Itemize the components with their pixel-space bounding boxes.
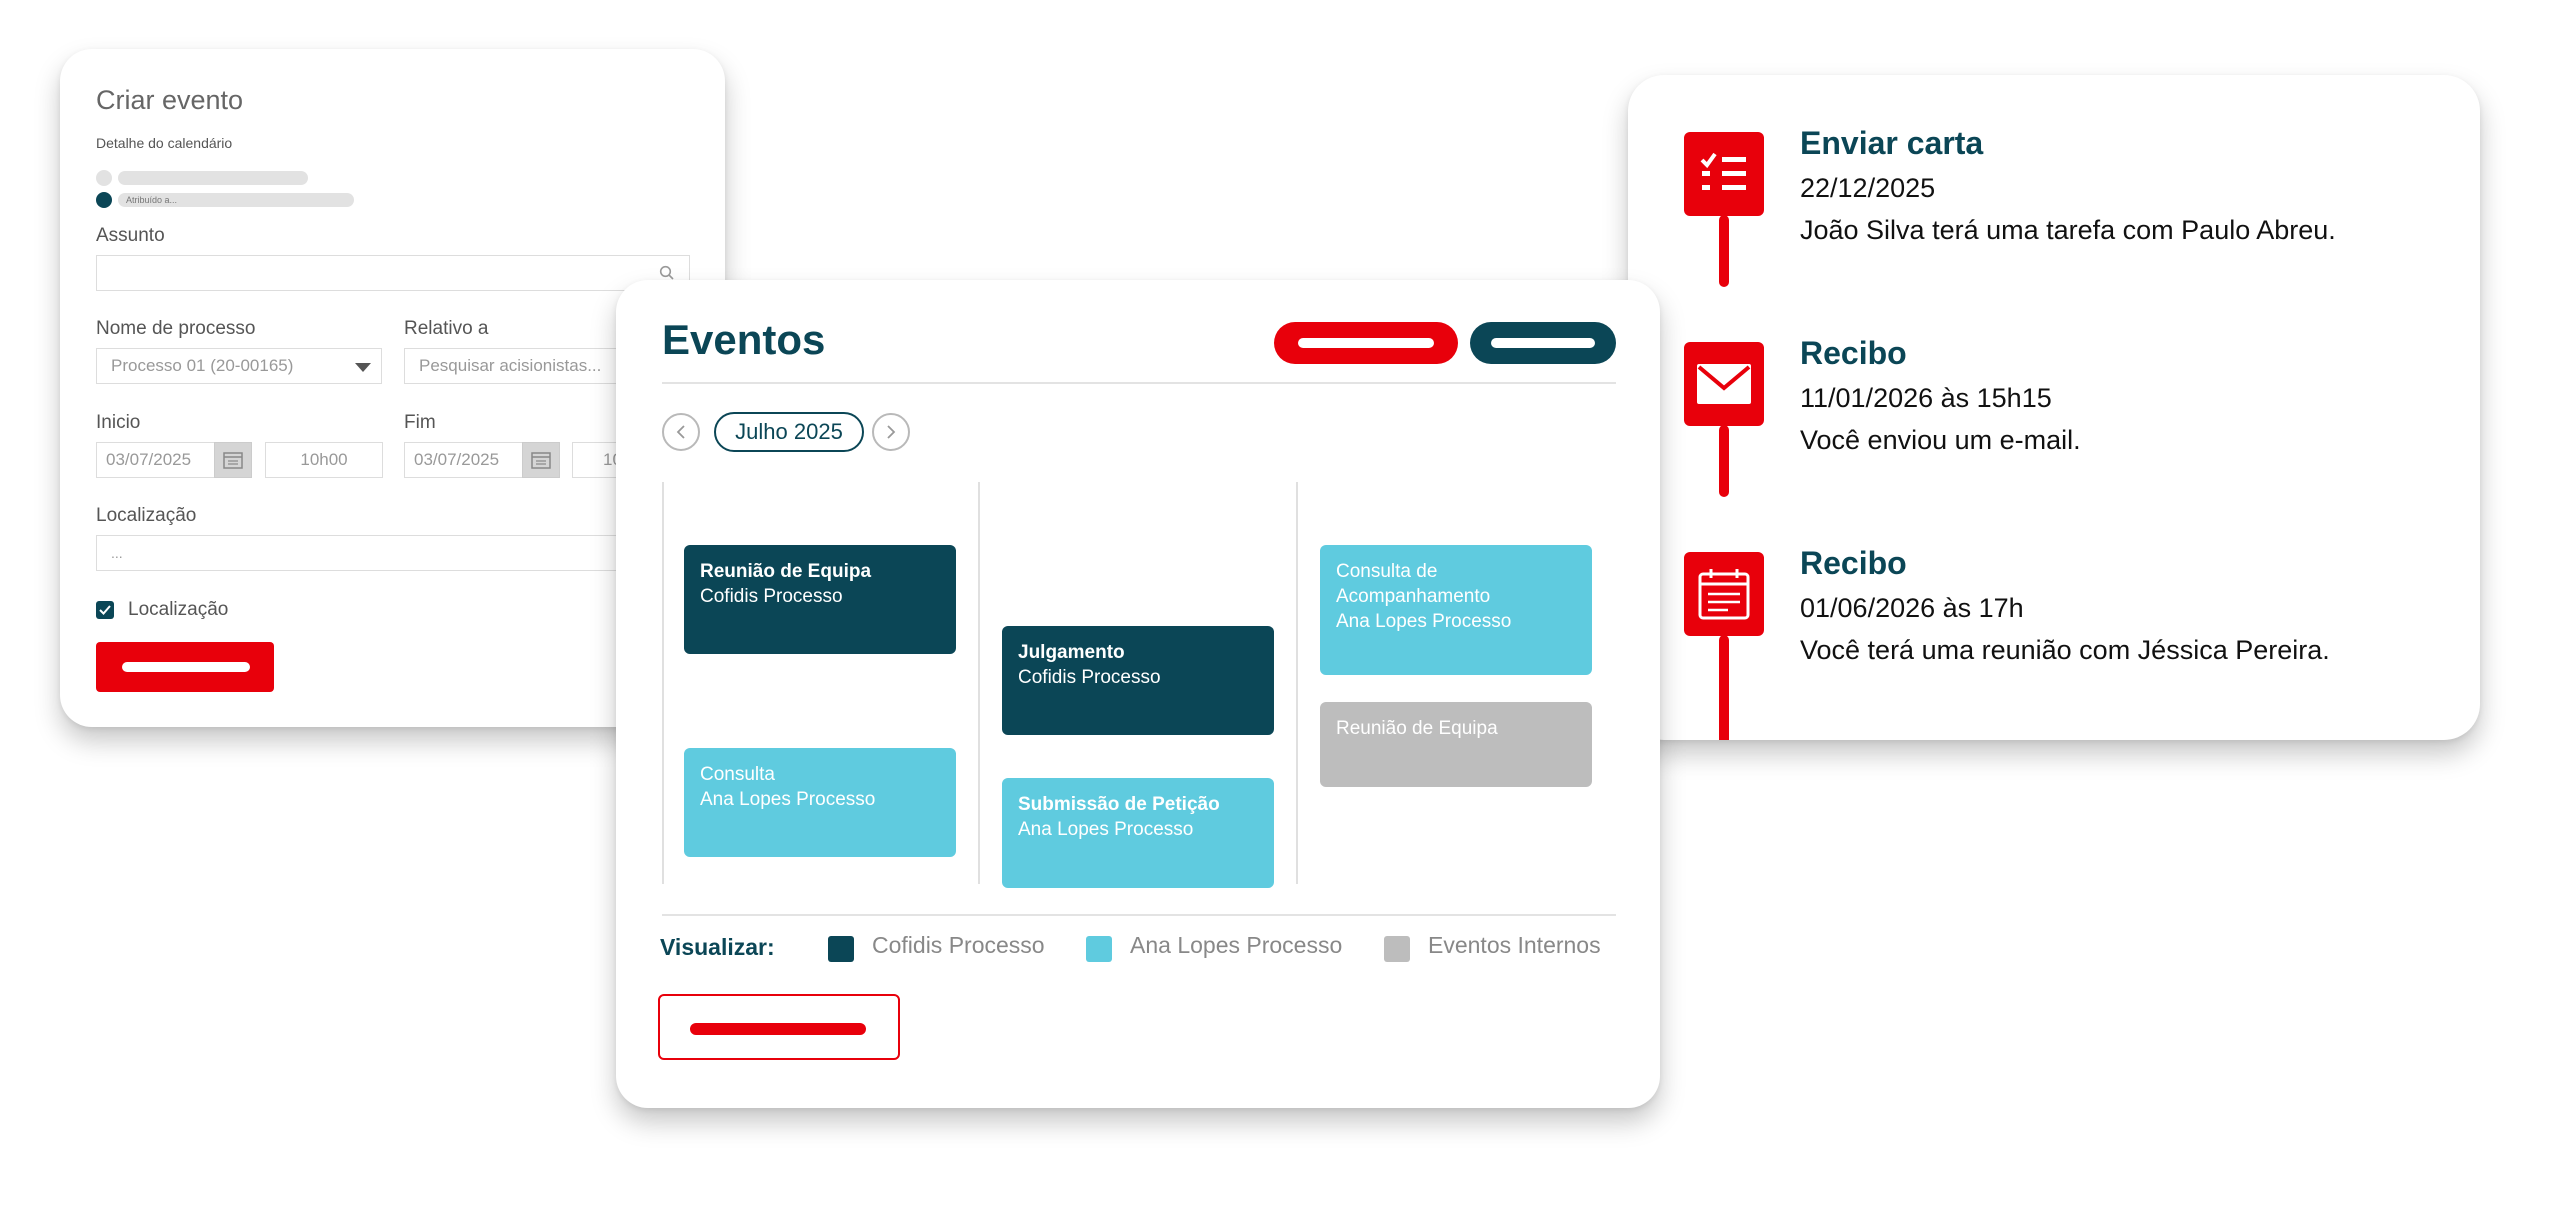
event-process: Cofidis Processo bbox=[1018, 667, 1161, 688]
timeline-item-title: Enviar carta bbox=[1800, 125, 1984, 161]
fim-label: Fim bbox=[404, 412, 436, 433]
legend-swatch-ana-lopes[interactable] bbox=[1086, 936, 1112, 962]
events-title: Eventos bbox=[662, 316, 826, 363]
relativo-label: Relativo a bbox=[404, 318, 489, 339]
timeline-item-description: João Silva terá uma tarefa com Paulo Abr… bbox=[1800, 215, 2336, 245]
event-block[interactable]: Consulta de Acompanhamento Ana Lopes Pro… bbox=[1320, 545, 1592, 675]
chevron-right-icon bbox=[887, 425, 896, 439]
prev-month-button[interactable] bbox=[662, 413, 700, 451]
next-month-button[interactable] bbox=[872, 413, 910, 451]
event-process: Ana Lopes Processo bbox=[1018, 819, 1194, 840]
column-divider bbox=[662, 482, 664, 884]
check-icon bbox=[99, 605, 111, 615]
timeline-item-date: 11/01/2026 às 15h15 bbox=[1800, 383, 2052, 413]
legend-item-internos[interactable]: Eventos Internos bbox=[1428, 932, 1601, 958]
create-event-card: Criar evento Detalhe do calendário Atrib… bbox=[60, 49, 725, 727]
chevron-down-icon bbox=[355, 363, 371, 372]
event-block[interactable]: Reunião de Equipa Cofidis Processo bbox=[684, 545, 956, 654]
inicio-time-input[interactable]: 10h00 bbox=[265, 442, 383, 478]
radio-option-assigned[interactable] bbox=[96, 192, 112, 208]
button-label-placeholder bbox=[122, 662, 250, 672]
fim-calendar-button[interactable] bbox=[522, 442, 560, 478]
button-label-placeholder bbox=[690, 1023, 866, 1035]
legend-swatch-cofidis[interactable] bbox=[828, 936, 854, 962]
processo-select[interactable]: Processo 01 (20-00165) bbox=[96, 348, 382, 384]
event-process: Ana Lopes Processo bbox=[1336, 611, 1512, 632]
legend-swatch-internos[interactable] bbox=[1384, 936, 1410, 962]
event-block[interactable]: Julgamento Cofidis Processo bbox=[1002, 626, 1274, 735]
assunto-input[interactable] bbox=[96, 255, 690, 291]
column-divider bbox=[1296, 482, 1298, 884]
inicio-date-input[interactable]: 03/07/2025 bbox=[96, 442, 216, 478]
timeline-item-title: Recibo bbox=[1800, 335, 1907, 371]
timeline-connector bbox=[1719, 635, 1729, 740]
event-block[interactable]: Submissão de Petição Ana Lopes Processo bbox=[1002, 778, 1274, 888]
search-icon bbox=[659, 265, 674, 280]
fim-date-input[interactable]: 03/07/2025 bbox=[404, 442, 524, 478]
legend-divider bbox=[662, 914, 1616, 916]
event-title: Submissão de Petição bbox=[1018, 794, 1220, 815]
calendar-detail-subtitle: Detalhe do calendário bbox=[96, 135, 233, 151]
legend-item-cofidis[interactable]: Cofidis Processo bbox=[872, 932, 1045, 958]
localizacao-label: Localização bbox=[96, 505, 197, 526]
processo-label: Nome de processo bbox=[96, 318, 256, 339]
localizacao-checkbox[interactable] bbox=[96, 601, 114, 619]
chevron-left-icon bbox=[676, 425, 685, 439]
assigned-tag: Atribuído a... bbox=[118, 193, 354, 207]
timeline-item-title: Recibo bbox=[1800, 545, 1907, 581]
event-title: Consulta bbox=[700, 764, 775, 785]
checkbox-label: Localização bbox=[128, 599, 229, 620]
event-block[interactable]: Consulta Ana Lopes Processo bbox=[684, 748, 956, 857]
button-label-placeholder bbox=[1298, 338, 1434, 348]
header-divider bbox=[662, 382, 1616, 384]
event-title: Reunião de Equipa bbox=[700, 561, 872, 582]
calendar-icon bbox=[1684, 552, 1764, 636]
timeline-card: Enviar carta 22/12/2025 João Silva terá … bbox=[1628, 75, 2480, 740]
column-divider bbox=[978, 482, 980, 884]
timeline-item-date: 22/12/2025 bbox=[1800, 173, 1936, 203]
assunto-label: Assunto bbox=[96, 225, 165, 246]
envelope-icon bbox=[1684, 342, 1764, 426]
event-block[interactable]: Reunião de Equipa bbox=[1320, 702, 1592, 787]
calendar-icon bbox=[223, 452, 243, 469]
skeleton-line bbox=[118, 171, 308, 185]
legend-item-ana-lopes[interactable]: Ana Lopes Processo bbox=[1130, 932, 1343, 958]
inicio-calendar-button[interactable] bbox=[214, 442, 252, 478]
timeline-item-description: Você enviou um e-mail. bbox=[1800, 425, 2081, 455]
event-title: Julgamento bbox=[1018, 642, 1125, 663]
event-process: Cofidis Processo bbox=[700, 586, 843, 607]
events-card: Eventos Julho 2025 Reunião de Equipa Cof… bbox=[616, 280, 1660, 1108]
event-title: Consulta de Acompanhamento bbox=[1336, 561, 1491, 607]
timeline-item-description: Você terá uma reunião com Jéssica Pereir… bbox=[1800, 635, 2330, 665]
timeline-item-date: 01/06/2026 às 17h bbox=[1800, 593, 2024, 623]
checklist-icon bbox=[1684, 132, 1764, 216]
button-label-placeholder bbox=[1491, 338, 1595, 348]
event-title: Reunião de Equipa bbox=[1336, 718, 1498, 739]
processo-value: Processo 01 (20-00165) bbox=[111, 356, 294, 375]
month-selector[interactable]: Julho 2025 bbox=[714, 412, 864, 452]
view-more-button[interactable] bbox=[658, 994, 900, 1060]
save-event-button[interactable] bbox=[96, 642, 274, 692]
create-event-title: Criar evento bbox=[96, 85, 244, 115]
calendar-icon bbox=[531, 452, 551, 469]
header-primary-button[interactable] bbox=[1274, 322, 1458, 364]
legend-label: Visualizar: bbox=[660, 934, 775, 960]
header-secondary-button[interactable] bbox=[1470, 322, 1616, 364]
inicio-label: Inicio bbox=[96, 412, 141, 433]
radio-option-1[interactable] bbox=[96, 170, 112, 186]
timeline-connector bbox=[1719, 215, 1729, 287]
event-process: Ana Lopes Processo bbox=[700, 789, 876, 810]
timeline-connector bbox=[1719, 425, 1729, 497]
localizacao-input[interactable]: ... bbox=[96, 535, 690, 571]
